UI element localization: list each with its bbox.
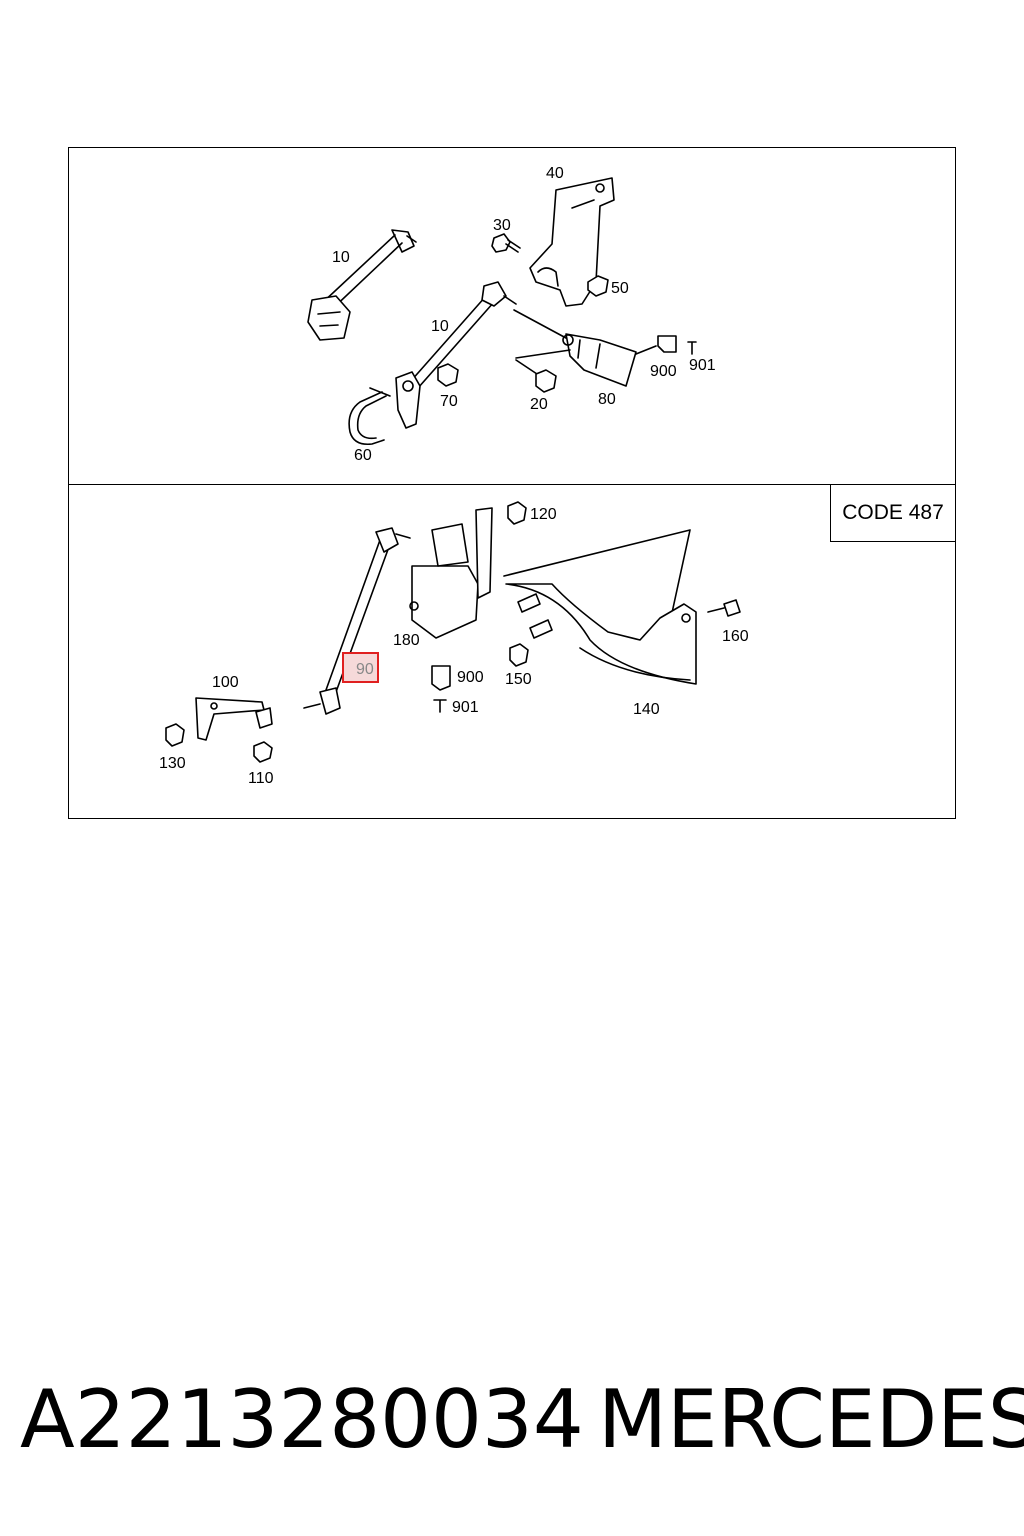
callout-80: 80: [598, 391, 616, 408]
part-140-bracket: [503, 529, 697, 685]
part-40-bracket: [529, 177, 615, 307]
part-180-sensor: [409, 507, 493, 639]
callout-20: 20: [530, 396, 548, 413]
callout-900: 900: [650, 363, 677, 380]
part-10-left-link: [307, 229, 417, 341]
part-901-pin-bottom: [433, 699, 447, 713]
part-30-bolt: [491, 233, 521, 253]
part-901-pin-top: [687, 341, 697, 355]
callout-900: 900: [457, 669, 484, 686]
part-130-nut: [165, 723, 185, 747]
part-90-link: [303, 527, 411, 715]
callout-180: 180: [393, 632, 420, 649]
callout-901: 901: [452, 699, 479, 716]
part-20-nut: [515, 349, 571, 393]
callout-901: 901: [689, 357, 716, 374]
callout-10: 10: [431, 318, 449, 335]
diagram-panel-top: [68, 147, 956, 485]
part-70-nut: [437, 363, 459, 387]
part-60-hook: [348, 387, 391, 446]
callout-30: 30: [493, 217, 511, 234]
callout-60: 60: [354, 447, 372, 464]
callout-90[interactable]: 90: [356, 661, 374, 678]
part-bolt-100: [255, 707, 273, 729]
callout-100: 100: [212, 674, 239, 691]
part-150-nut: [509, 643, 529, 667]
part-lever: [395, 371, 421, 429]
part-120-nut: [507, 501, 527, 525]
part-900-connector-top: [657, 335, 677, 353]
callout-10: 10: [332, 249, 350, 266]
callout-140: 140: [633, 701, 660, 718]
brand-name: MERCEDES: [598, 1373, 1024, 1466]
part-number: A2213280034: [20, 1373, 584, 1466]
part-900-connector-bottom: [431, 665, 451, 691]
part-10-main-link: [409, 281, 567, 389]
part-110-nut: [253, 741, 273, 763]
callout-40: 40: [546, 165, 564, 182]
part-100-bracket: [195, 697, 265, 741]
callout-150: 150: [505, 671, 532, 688]
part-bolts-140: [517, 593, 553, 639]
part-160-bolt: [707, 599, 741, 617]
callout-120: 120: [530, 506, 557, 523]
highlight-box-90[interactable]: [342, 652, 379, 683]
callout-70: 70: [440, 393, 458, 410]
part-50-nut: [587, 275, 609, 297]
callout-50: 50: [611, 280, 629, 297]
callout-160: 160: [722, 628, 749, 645]
code-label: CODE 487: [830, 484, 956, 542]
part-80-sensor: [562, 333, 657, 387]
callout-130: 130: [159, 755, 186, 772]
callout-110: 110: [248, 770, 274, 787]
